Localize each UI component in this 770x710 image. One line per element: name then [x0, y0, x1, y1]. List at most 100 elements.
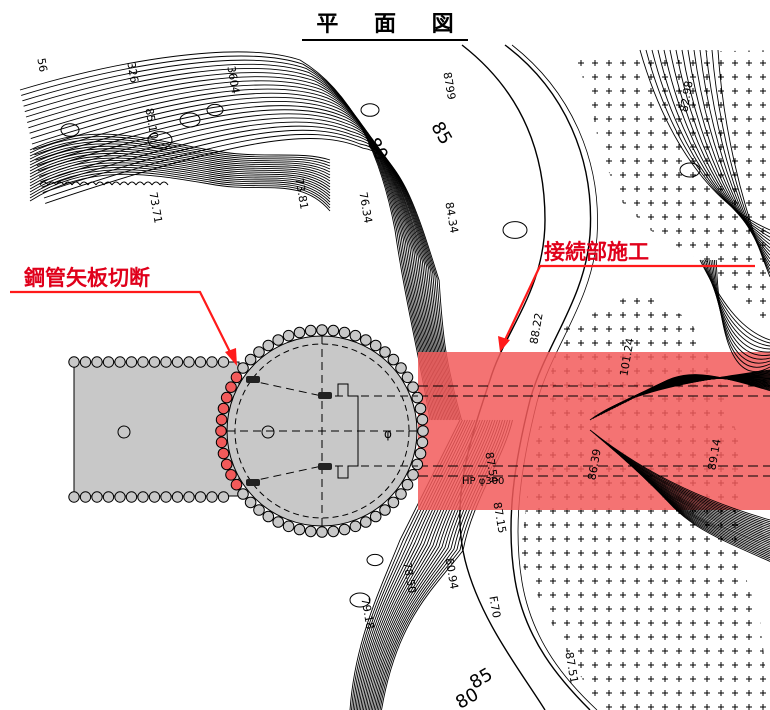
cut-steel-pile	[215, 425, 227, 437]
steel-pile	[407, 469, 419, 481]
steel-pile	[237, 362, 249, 374]
svg-text:82.98: 82.98	[677, 80, 695, 113]
cut-steel-pile	[215, 413, 228, 426]
steel-pile	[125, 491, 138, 503]
steel-pile	[194, 491, 207, 503]
steel-pile	[360, 334, 372, 346]
svg-text:F.70: F.70	[486, 595, 503, 619]
steel-pile	[401, 478, 414, 491]
cut-steel-pile	[220, 458, 233, 471]
cut-steel-pile	[217, 447, 230, 460]
steel-pile	[244, 353, 257, 366]
cut-steel-pile	[225, 469, 237, 481]
steel-pile	[387, 496, 400, 509]
svg-text:87.15: 87.15	[490, 501, 508, 534]
steel-pile	[387, 353, 400, 366]
steel-pile	[137, 356, 149, 368]
steel-pile	[327, 525, 340, 538]
svg-text:78.50: 78.50	[400, 561, 418, 594]
svg-text:87.51: 87.51	[562, 651, 580, 684]
steel-pile	[253, 346, 265, 358]
steel-pile	[395, 488, 407, 500]
svg-text:86.39: 86.39	[585, 448, 603, 481]
steel-pile	[416, 413, 429, 426]
svg-text:HP φ300: HP φ300	[462, 476, 504, 487]
steel-pile	[206, 491, 218, 503]
steel-pile	[417, 425, 429, 437]
cut-steel-pile	[230, 478, 243, 491]
steel-pile	[414, 402, 427, 415]
steel-pile	[171, 491, 184, 503]
svg-text:85: 85	[426, 118, 456, 148]
svg-text:84.34: 84.34	[442, 201, 460, 234]
steel-pile	[125, 356, 138, 368]
svg-text:8799: 8799	[440, 71, 458, 101]
steel-pile	[401, 371, 414, 384]
joint-callout-line	[504, 264, 755, 341]
steel-pile	[369, 339, 382, 352]
steel-pile	[137, 491, 149, 503]
steel-pile	[148, 356, 161, 368]
drawing-title: 平 面 図	[0, 6, 770, 41]
steel-pile	[68, 356, 80, 368]
steel-pile	[237, 488, 249, 500]
svg-text:89.14: 89.14	[705, 438, 723, 471]
cut-arrowhead	[225, 348, 237, 366]
steel-pile	[338, 326, 351, 339]
steel-pile	[217, 356, 230, 368]
steel-pile	[91, 356, 103, 368]
steel-pile	[160, 356, 172, 368]
steel-pile	[395, 362, 407, 374]
steel-pile	[272, 334, 285, 346]
steel-pile	[253, 504, 265, 516]
cut-steel-pile	[220, 391, 233, 404]
svg-text:80.94: 80.94	[442, 557, 460, 590]
svg-text:φ: φ	[384, 427, 392, 441]
steel-pile	[262, 510, 275, 523]
steel-pile	[102, 356, 115, 368]
steel-pile	[327, 324, 340, 337]
steel-pile	[91, 491, 103, 503]
cut-steel-pile	[230, 371, 243, 384]
steel-pile	[411, 458, 424, 471]
svg-text:73.81: 73.81	[292, 177, 310, 210]
cut-callout-line	[10, 290, 233, 357]
steel-pile	[349, 329, 362, 342]
joint-work-callout: 接続部施工	[544, 240, 649, 264]
steel-pile	[244, 496, 257, 509]
steel-pile	[102, 491, 115, 503]
steel-pile	[262, 339, 275, 352]
svg-text:88.22: 88.22	[527, 312, 545, 345]
steel-pile	[183, 491, 195, 503]
steel-pile	[304, 525, 317, 538]
steel-pile	[171, 356, 184, 368]
steel-pile	[360, 516, 372, 528]
steel-pile	[217, 491, 230, 503]
svg-text:56: 56	[34, 57, 49, 73]
steel-pile	[316, 526, 328, 538]
svg-text:73.71: 73.71	[146, 191, 164, 224]
pile-cut-callout: 鋼管矢板切断	[24, 266, 150, 290]
shaft-marker	[261, 425, 275, 439]
svg-text:87.54: 87.54	[482, 451, 500, 484]
svg-text:3604: 3604	[224, 65, 242, 95]
steel-pile	[369, 510, 382, 523]
steel-pile	[338, 523, 351, 536]
steel-pile	[282, 520, 295, 533]
cut-steel-pile	[225, 381, 237, 394]
steel-pile	[79, 491, 92, 503]
steel-pile	[194, 356, 207, 368]
steel-pile	[293, 326, 306, 339]
structure-marker	[117, 425, 131, 439]
steel-pile	[206, 356, 218, 368]
svg-text:79.18: 79.18	[358, 597, 376, 630]
steel-pile	[282, 329, 295, 342]
steel-pile	[379, 346, 391, 358]
steel-pile	[293, 523, 306, 536]
steel-pile	[183, 356, 195, 368]
steel-pile	[79, 356, 92, 368]
steel-pile	[316, 324, 328, 336]
cut-steel-pile	[215, 436, 228, 449]
